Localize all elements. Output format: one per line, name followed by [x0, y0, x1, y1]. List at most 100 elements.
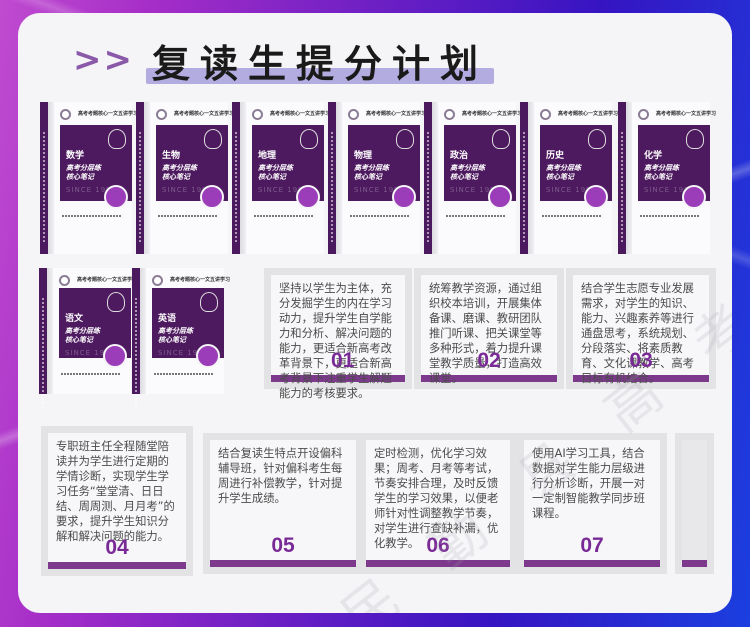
book-gap — [336, 102, 342, 254]
book-spine — [39, 268, 47, 408]
lightbulb-icon — [200, 292, 218, 312]
book-spine — [618, 102, 626, 254]
book-footer — [542, 215, 602, 217]
card-inner: 专职班主任全程随堂陪读并为学生进行定期的学情诊断，实现学生学习任务“堂堂清、日日… — [48, 433, 186, 569]
lightbulb-icon — [108, 129, 126, 149]
book-line1: 高考分层练 — [644, 164, 679, 172]
card-placeholder — [675, 433, 714, 574]
book-subject: 语文 — [65, 314, 84, 324]
book-line1: 高考分层练 — [546, 164, 581, 172]
book-gap — [144, 102, 150, 254]
book-series: 高考考题核心一文五讲学习 — [170, 277, 231, 283]
book-cover: 高考考题核心一文五讲学习 生物 高考分层练 核心笔记 SINCE 1992 — [150, 102, 234, 254]
book-line1: 高考分层练 — [162, 164, 197, 172]
badge-icon — [488, 185, 512, 209]
book-spine — [40, 102, 48, 254]
book-footer — [254, 215, 314, 217]
double-chevron-icon: >> — [73, 40, 134, 80]
card-inner: 统筹教学资源，通过组织校本培训，开展集体备课、磨课、教研团队推门听课、把关课堂等… — [421, 275, 557, 385]
book-footer — [61, 373, 121, 375]
book-footer — [62, 215, 122, 217]
title-highlight — [145, 67, 494, 84]
book-since: SINCE 1992 — [450, 186, 502, 194]
book-series: 高考考题核心一文五讲学习 — [656, 111, 717, 117]
book-line2: 核心笔记 — [66, 173, 94, 181]
badge-icon — [104, 185, 128, 209]
book-line2: 核心笔记 — [65, 336, 93, 344]
badge-icon — [196, 344, 220, 368]
lightbulb-icon — [588, 129, 606, 149]
badge-icon — [682, 185, 706, 209]
card-number: 06 — [426, 534, 450, 557]
main-panel: >> 复读生提分计划 高考考题核心一文五讲学习 数学 高考分层练 核心笔记 SI… — [18, 13, 732, 613]
book-since: SINCE 1992 — [644, 186, 696, 194]
book-spine — [520, 102, 528, 254]
book-line1: 高考分层练 — [66, 164, 101, 172]
book-series: 高考考题核心一文五讲学习 — [77, 277, 138, 283]
book-cover: 高考考题核心一文五讲学习 物理 高考分层练 核心笔记 SINCE 1992 — [342, 102, 426, 254]
badge-icon — [103, 344, 127, 368]
book-cover: 高考考题核心一文五讲学习 语文 高考分层练 核心笔记 SINCE 1992 — [53, 268, 137, 394]
book-cover: 高考考题核心一文五讲学习 政治 高考分层练 核心笔记 SINCE 1992 — [438, 102, 522, 254]
card-text: 专职班主任全程随堂陪读并为学生进行定期的学情诊断，实现学生学习任务“堂堂清、日日… — [56, 440, 175, 543]
card-inner: 使用AI学习工具，结合数据对学生能力层级进行分析诊断，开展一对一定制智能教学同步… — [524, 440, 660, 567]
book-series: 高考考题核心一文五讲学习 — [462, 111, 523, 117]
book-line2: 核心笔记 — [546, 173, 574, 181]
book-gap — [626, 102, 632, 254]
book-subject: 化学 — [644, 151, 663, 161]
book-block: 语文 高考分层练 核心笔记 SINCE 1992 — [59, 288, 131, 358]
lightbulb-icon — [396, 129, 414, 149]
book-spine — [132, 268, 140, 408]
book-subject: 地理 — [258, 151, 277, 161]
book-block: 英语 高考分层练 核心笔记 SINCE 1992 — [152, 288, 224, 358]
book-spine — [136, 102, 144, 254]
book-line2: 核心笔记 — [258, 173, 286, 181]
card-06: 定时检测，优化学习效果；周考、月考等考试，节奏安排合理，及时反馈学生的学习效果，… — [359, 433, 517, 574]
book-english: 高考考题核心一文五讲学习 英语 高考分层练 核心笔记 SINCE 1992 — [132, 268, 230, 408]
card-text: 坚持以学生为主体，充分发掘学生的内在学习动力，提升学生自学能力和分析、解决问题的… — [279, 282, 392, 400]
title-wrap: 复读生提分计划 — [145, 33, 494, 88]
book-footer — [158, 215, 218, 217]
lightbulb-icon — [204, 129, 222, 149]
card-inner: 坚持以学生为主体，充分发掘学生的内在学习动力，提升学生自学能力和分析、解决问题的… — [271, 275, 405, 400]
card-03: 结合学生志愿专业发展需求，对学生的知识、能力、兴趣素养等进行通盘思考，系统规划、… — [566, 268, 716, 389]
book-chemistry: 高考考题核心一文五讲学习 化学 高考分层练 核心笔记 SINCE 1992 — [618, 102, 716, 254]
card-text: 使用AI学习工具，结合数据对学生能力层级进行分析诊断，开展一对一定制智能教学同步… — [532, 447, 645, 520]
book-since: SINCE 1992 — [354, 186, 406, 194]
book-math: 高考考题核心一文五讲学习 数学 高考分层练 核心笔记 SINCE 1992 — [40, 102, 138, 254]
logo-icon — [252, 109, 263, 120]
book-footer — [446, 215, 506, 217]
card-number: 02 — [477, 349, 501, 372]
logo-icon — [444, 109, 455, 120]
book-line2: 核心笔记 — [158, 336, 186, 344]
book-cover: 高考考题核心一文五讲学习 地理 高考分层练 核心笔记 SINCE 1992 — [246, 102, 330, 254]
book-line1: 高考分层练 — [65, 327, 100, 335]
card-07: 使用AI学习工具，结合数据对学生能力层级进行分析诊断，开展一对一定制智能教学同步… — [517, 433, 667, 574]
book-cover: 高考考题核心一文五讲学习 英语 高考分层练 核心笔记 SINCE 1992 — [146, 268, 230, 394]
book-since: SINCE 1992 — [66, 186, 118, 194]
book-cover: 高考考题核心一文五讲学习 历史 高考分层练 核心笔记 SINCE 1992 — [534, 102, 618, 254]
book-line2: 核心笔记 — [354, 173, 382, 181]
card-number: 05 — [271, 534, 295, 557]
book-since: SINCE 1992 — [258, 186, 310, 194]
book-line2: 核心笔记 — [162, 173, 190, 181]
book-footer — [154, 373, 214, 375]
book-physics: 高考考题核心一文五讲学习 物理 高考分层练 核心笔记 SINCE 1992 — [328, 102, 426, 254]
book-gap — [432, 102, 438, 254]
lightbulb-icon — [686, 129, 704, 149]
logo-icon — [59, 275, 70, 286]
card-05: 结合复读生特点开设偏科辅导班，针对偏科考生每周进行补偿教学，针对提升学生成绩。 … — [203, 433, 363, 574]
book-geography: 高考考题核心一文五讲学习 地理 高考分层练 核心笔记 SINCE 1992 — [232, 102, 330, 254]
book-series: 高考考题核心一文五讲学习 — [270, 111, 331, 117]
book-history: 高考考题核心一文五讲学习 历史 高考分层练 核心笔记 SINCE 1992 — [520, 102, 618, 254]
logo-icon — [156, 109, 167, 120]
book-spine — [328, 102, 336, 254]
book-line1: 高考分层练 — [450, 164, 485, 172]
book-chinese: 高考考题核心一文五讲学习 语文 高考分层练 核心笔记 SINCE 1992 — [39, 268, 137, 408]
logo-icon — [152, 275, 163, 286]
book-block: 政治 高考分层练 核心笔记 SINCE 1992 — [444, 125, 516, 201]
logo-icon — [540, 109, 551, 120]
book-subject: 物理 — [354, 151, 373, 161]
book-line2: 核心笔记 — [644, 173, 672, 181]
card-02: 统筹教学资源，通过组织校本培训，开展集体备课、磨课、教研团队推门听课、把关课堂等… — [414, 268, 564, 389]
